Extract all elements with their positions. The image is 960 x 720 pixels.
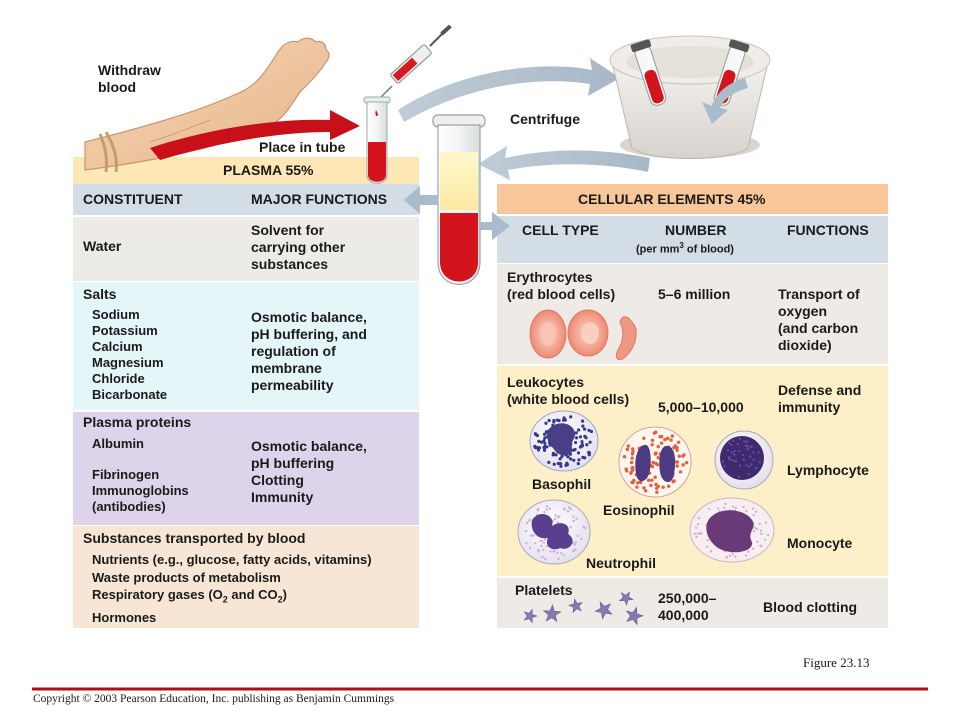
basophil-cell — [529, 410, 599, 472]
number-header: NUMBER — [665, 222, 727, 238]
albumin-item: Albumin — [92, 436, 144, 451]
constituent-header: CONSTITUENT — [83, 191, 183, 207]
leukocytes-functions: Defense and immunity — [778, 382, 862, 415]
syringe-icon — [377, 24, 452, 101]
platelets-row — [497, 578, 888, 628]
transported-list: Nutrients (e.g., glucose, fatty acids, v… — [92, 552, 372, 626]
platelets-functions: Blood clotting — [763, 599, 858, 615]
water-row — [73, 217, 419, 281]
major-functions-header: MAJOR FUNCTIONS — [251, 191, 388, 207]
figure-label: Figure 23.13 — [803, 655, 870, 670]
water-label: Water — [83, 238, 122, 254]
cellular-header-row — [497, 216, 888, 263]
salts-list: Sodium Potassium Calcium Magnesium Chlor… — [92, 307, 168, 402]
salts-functions: Osmotic balance, pH buffering, and regul… — [251, 309, 367, 393]
leukocytes-number: 5,000–10,000 — [658, 399, 744, 415]
centrifuge-icon — [609, 35, 771, 159]
monocyte-cell — [689, 497, 775, 563]
protein-functions: Osmotic balance, pH buffering Clotting I… — [251, 438, 367, 505]
neutrophil-cell — [517, 499, 591, 565]
transported-substances-row — [73, 526, 419, 628]
leukocytes-label: Leukocytes (white blood cells) — [507, 374, 630, 407]
arrow-to-large-tube — [478, 146, 650, 180]
arrow-to-cellular — [480, 212, 510, 240]
arrow-to-plasma — [404, 186, 438, 214]
salts-row — [73, 282, 419, 410]
platelets-number: 250,000– 400,000 — [658, 590, 717, 623]
erythrocytes-functions: Transport of oxygen (and carbon dioxide) — [778, 286, 860, 353]
arrow-to-centrifuge — [398, 58, 620, 122]
withdraw-blood-label: Withdraw blood — [98, 62, 161, 95]
protein-list: Fibrinogen Immunoglobins (antibodies) — [92, 467, 189, 514]
place-in-tube-label: Place in tube — [259, 139, 346, 155]
cell-type-header: CELL TYPE — [522, 222, 599, 238]
plasma-title: PLASMA 55% — [223, 162, 314, 178]
respiratory-gases-item: Respiratory gases (O2 and CO2) — [92, 587, 287, 605]
lymphocyte-label: Lymphocyte — [787, 462, 869, 478]
large-test-tube — [432, 114, 486, 285]
lymphocyte-cell — [714, 430, 774, 490]
platelets-label: Platelets — [515, 582, 573, 598]
cellular-title-bar — [497, 184, 888, 214]
plasma-proteins-row — [73, 412, 419, 525]
eosinophil-label: Eosinophil — [603, 502, 675, 518]
plasma-proteins-label: Plasma proteins — [83, 414, 192, 430]
salts-label: Salts — [83, 286, 117, 302]
cellular-title: CELLULAR ELEMENTS 45% — [578, 191, 766, 207]
water-functions: Solvent for carrying other substances — [251, 222, 346, 272]
copyright-text: Copyright © 2003 Pearson Education, Inc.… — [33, 693, 395, 705]
small-test-tube — [363, 96, 391, 184]
number-unit-header: (per mm3 of blood) — [636, 241, 734, 256]
erythrocytes-label: Erythrocytes (red blood cells) — [507, 269, 616, 302]
erythrocytes-number: 5–6 million — [658, 286, 731, 302]
basophil-label: Basophil — [532, 476, 592, 492]
transported-label: Substances transported by blood — [83, 530, 306, 546]
eosinophil-cell — [618, 426, 692, 498]
neutrophil-label: Neutrophil — [586, 555, 656, 571]
functions-header: FUNCTIONS — [787, 222, 869, 238]
plasma-header-row — [73, 184, 419, 215]
erythrocyte-cells — [529, 309, 637, 361]
platelet-cells — [523, 591, 644, 626]
monocyte-label: Monocyte — [787, 535, 853, 551]
centrifuge-label: Centrifuge — [510, 111, 580, 127]
red-arrow — [150, 110, 360, 160]
